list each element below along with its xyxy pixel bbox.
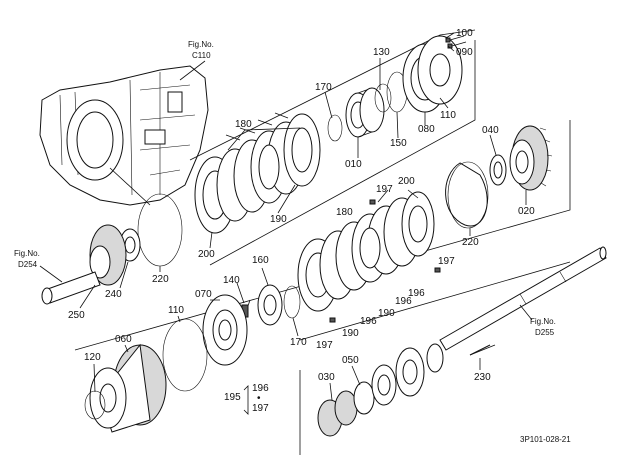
- label-200b: 200: [398, 176, 415, 187]
- label-020: 020: [518, 206, 535, 217]
- svg-text:Fig.No.: Fig.No.: [188, 40, 214, 49]
- label-190c: 190: [342, 328, 359, 339]
- clutch-drum-080: [402, 35, 463, 113]
- piston-070: [202, 294, 248, 366]
- label-196b: 196: [395, 296, 412, 307]
- bolt-090-100: [445, 35, 467, 49]
- main-shaft: [439, 246, 607, 356]
- label-197c: 197: [316, 340, 333, 351]
- label-190a: 190: [270, 214, 287, 225]
- assembly-boundary-upper: [189, 29, 476, 266]
- snap-ring-130: [374, 83, 392, 113]
- label-170a: 170: [315, 82, 332, 93]
- bearing-group-030-050: [299, 343, 444, 455]
- label-180a: 180: [235, 119, 252, 130]
- label-196a: 196: [408, 288, 425, 299]
- label-130: 130: [373, 47, 390, 58]
- label-110b: 110: [168, 305, 184, 316]
- gear-020: [509, 125, 553, 191]
- svg-text:Fig.No.: Fig.No.: [530, 317, 556, 326]
- label-010: 010: [345, 159, 362, 170]
- svg-text:C110: C110: [192, 51, 211, 60]
- gear-250: [41, 224, 127, 305]
- svg-text:D255: D255: [535, 328, 555, 337]
- figure-ref-d254: Fig.No. D254: [14, 249, 63, 283]
- bearing-010: [345, 87, 385, 138]
- label-120: 120: [84, 352, 101, 363]
- figure-ref-c110: Fig.No. C110: [179, 40, 214, 81]
- snap-ring-230: [469, 344, 491, 356]
- label-190b: 190: [378, 308, 395, 319]
- label-040: 040: [482, 125, 499, 136]
- label-195: 195: [224, 392, 241, 403]
- label-070: 070: [195, 289, 212, 300]
- label-230: 230: [474, 372, 491, 383]
- label-180b: 180: [336, 207, 353, 218]
- ring-110: [162, 318, 208, 392]
- snap-ring-170-upper: [327, 114, 343, 142]
- washer-160: [257, 284, 283, 326]
- label-090: 090: [456, 47, 473, 58]
- svg-text:Fig.No.: Fig.No.: [14, 249, 40, 258]
- label-250: 250: [68, 310, 85, 321]
- svg-text:D254: D254: [18, 260, 38, 269]
- label-080: 080: [418, 124, 435, 135]
- assembly-boundary-lower: [74, 120, 571, 351]
- washer-040: [489, 154, 507, 186]
- label-dots: •: [257, 393, 261, 404]
- label-197d: 197: [252, 403, 269, 414]
- label-150: 150: [390, 138, 407, 149]
- transmission-case: [39, 65, 209, 206]
- label-050: 050: [342, 355, 359, 366]
- label-100: 100: [456, 28, 473, 39]
- lower-clutch-pack: [297, 191, 441, 323]
- part-labels: 100 090 130 170 110 080 150 010 180 190 …: [68, 28, 535, 414]
- label-196c: 196: [360, 316, 377, 327]
- leader-lines: [79, 32, 527, 415]
- label-030: 030: [318, 372, 335, 383]
- upper-clutch-pack: [194, 112, 321, 234]
- label-220a: 220: [462, 237, 479, 248]
- label-240: 240: [105, 289, 122, 300]
- label-110a: 110: [440, 110, 456, 121]
- label-196d: 196: [252, 383, 269, 394]
- label-220b: 220: [152, 274, 169, 285]
- snap-ring-220-upper: [445, 161, 489, 229]
- label-060: 060: [115, 334, 132, 345]
- label-140: 140: [223, 275, 240, 286]
- drawing-code: 3P101-028-21: [520, 435, 571, 444]
- snap-ring-170-lower: [283, 285, 301, 319]
- label-200a: 200: [198, 249, 215, 260]
- snap-ring-220-lower: [137, 193, 183, 267]
- label-160: 160: [252, 255, 269, 266]
- figure-ref-d255: Fig.No. D255: [519, 304, 556, 337]
- label-170b: 170: [290, 337, 307, 348]
- label-197b: 197: [438, 256, 455, 267]
- drum-060: [89, 343, 167, 433]
- label-197a: 197: [376, 184, 393, 195]
